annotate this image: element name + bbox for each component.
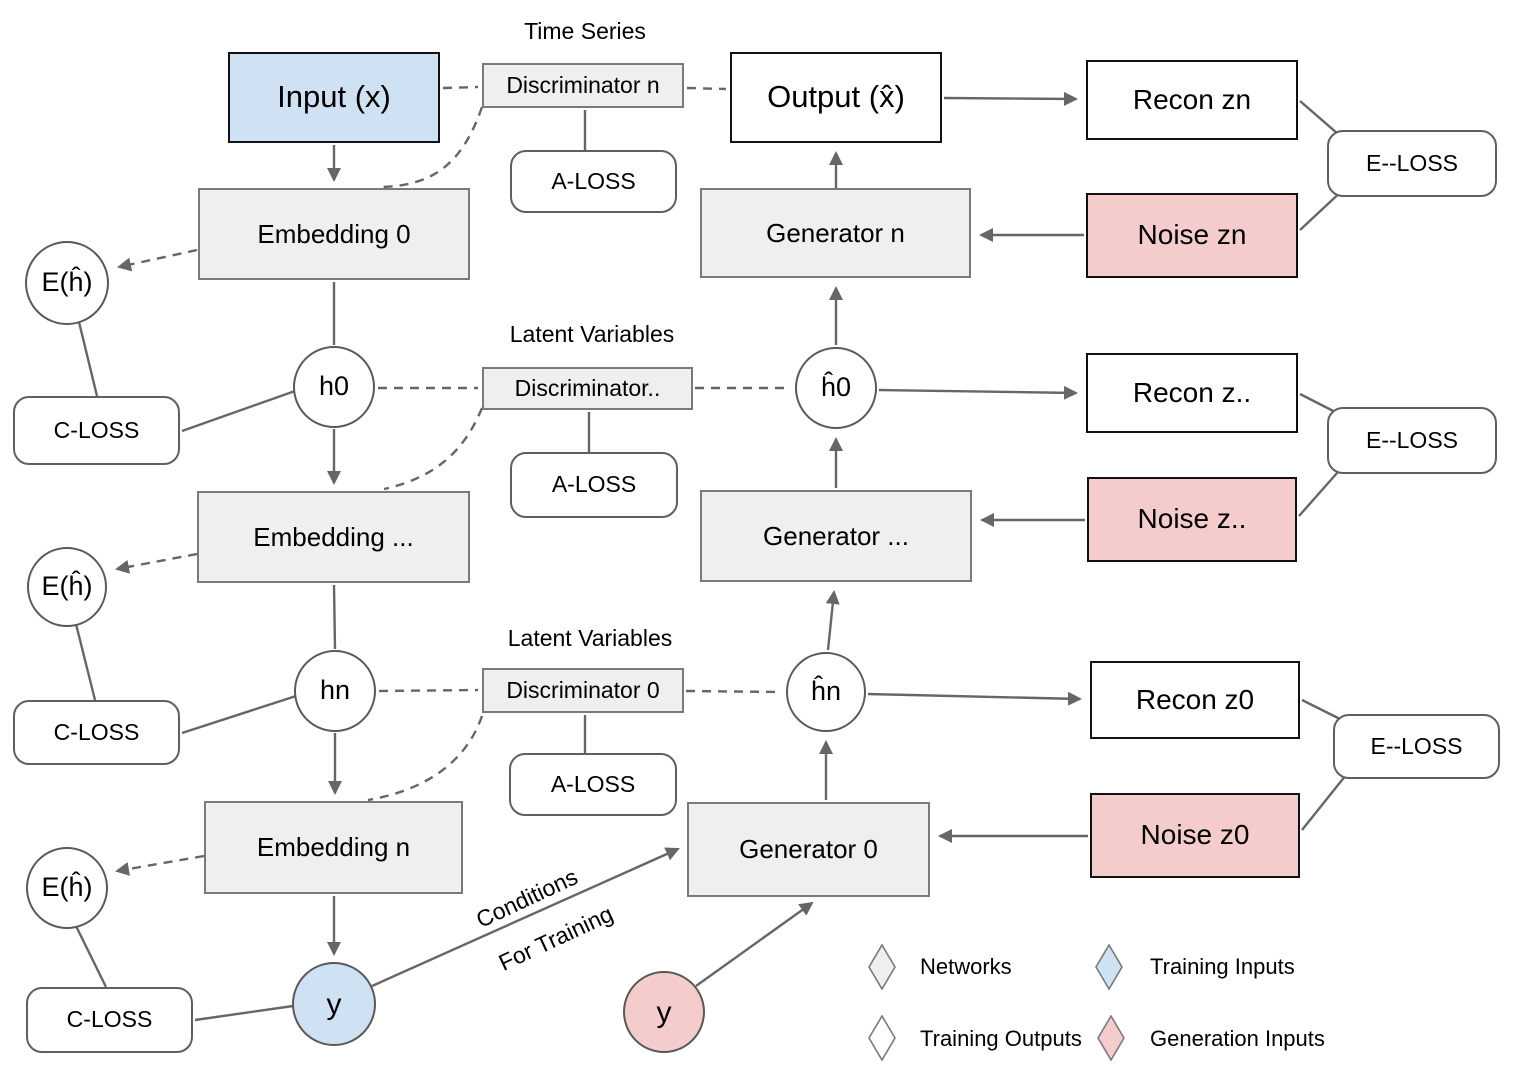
discriminator-0-box: Discriminator 0: [482, 668, 684, 713]
dashed-embedding-n-to-discriminator0: [367, 715, 484, 802]
y-generation-circle: y: [623, 971, 705, 1053]
latent-variables-label-upper: Latent Variables: [509, 321, 675, 347]
recon-zn-box: Recon zn: [1086, 60, 1298, 140]
edge-closs1-to-h0: [181, 389, 296, 433]
e-loss-box-2: E--LOSS: [1327, 407, 1497, 474]
c-loss-box-1: C-LOSS: [13, 396, 180, 465]
embedding-0-box: Embedding 0: [198, 188, 470, 280]
edge-closs2-to-hn: [181, 694, 297, 735]
noise-zdots-box: Noise z..: [1087, 477, 1297, 562]
dashed-embedding-dots-to-discriminator-dots: [383, 407, 484, 491]
embedding-dots-box: Embedding ...: [197, 491, 470, 583]
embedding-n-box: Embedding n: [204, 801, 463, 894]
recon-z0-box: Recon z0: [1090, 661, 1300, 739]
noise-z0-box: Noise z0: [1090, 793, 1300, 878]
discriminator-n-box: Discriminator n: [482, 63, 684, 108]
legend-training-inputs-label: Training Inputs: [1150, 954, 1295, 979]
y-training-circle: y: [292, 962, 376, 1046]
legend-networks-label: Networks: [920, 954, 1012, 979]
edge-embedding-dots-to-hn: [332, 584, 337, 650]
c-loss-box-3: C-LOSS: [26, 987, 193, 1053]
generator-dots-box: Generator ...: [700, 490, 972, 582]
dashed-input-to-discriminator-n: [442, 85, 479, 90]
a-loss-box-2: A-LOSS: [510, 452, 678, 518]
h-hat-n-circle: ĥn: [786, 652, 866, 732]
edge-closs3-to-ytraining: [194, 1004, 294, 1022]
latent-variables-label-lower: Latent Variables: [507, 625, 673, 651]
edge-ehhat2-to-closs2: [74, 623, 97, 701]
edge-output-to-recon-zn: [943, 91, 1078, 106]
edge-ehhat1-to-closs1: [77, 321, 99, 397]
edge-noise-z0-to-eloss3: [1301, 769, 1351, 831]
edge-hhatn-to-recon-z0: [867, 691, 1082, 706]
edge-ehhat3-to-closs3: [74, 925, 108, 988]
output-box: Output (x̂): [730, 52, 942, 143]
dashed-embedding-n-to-ehhat3: [115, 854, 205, 876]
e-loss-box-3: E--LOSS: [1333, 714, 1500, 779]
c-loss-box-2: C-LOSS: [13, 700, 180, 765]
time-series-label: Time Series: [524, 18, 646, 44]
input-box: Input (x): [228, 52, 440, 143]
legend-generation-inputs-label: Generation Inputs: [1150, 1026, 1325, 1051]
noise-zn-box: Noise zn: [1086, 193, 1298, 278]
edge-ygeneration-to-generator0: [695, 901, 814, 987]
legend-training-outputs-label: Training Outputs: [920, 1026, 1082, 1051]
dashed-embedding0-to-ehhat1: [117, 248, 198, 272]
generator-n-box: Generator n: [700, 188, 971, 278]
e-h-hat-circle-3: E(ĥ): [26, 847, 108, 929]
dashed-discriminator0-to-hhatn: [685, 689, 783, 694]
a-loss-box-3: A-LOSS: [509, 753, 677, 816]
hn-circle: hn: [294, 650, 376, 732]
edge-hhat0-to-recon-zdots: [878, 385, 1078, 400]
a-loss-box-1: A-LOSS: [510, 150, 677, 213]
recon-zdots-box: Recon z..: [1086, 353, 1298, 433]
edge-hhatn-to-generator-dots: [825, 590, 840, 651]
networks-diamond-icon: [868, 944, 896, 990]
e-loss-box-1: E--LOSS: [1327, 130, 1497, 197]
h-hat-0-circle: ĥ0: [795, 347, 877, 429]
dashed-hn-to-discriminator0: [378, 688, 479, 693]
h0-circle: h0: [293, 346, 375, 428]
dashed-discriminator-n-to-output: [686, 86, 727, 91]
e-h-hat-circle-2: E(ĥ): [27, 547, 107, 627]
generation-inputs-diamond-icon: [1097, 1015, 1125, 1061]
e-h-hat-circle-1: E(ĥ): [25, 241, 109, 325]
discriminator-dots-box: Discriminator..: [482, 367, 693, 410]
generator-0-box: Generator 0: [687, 802, 930, 897]
training-outputs-diamond-icon: [868, 1015, 896, 1061]
training-inputs-diamond-icon: [1095, 944, 1123, 990]
dashed-embedding-dots-to-ehhat2: [115, 552, 198, 574]
